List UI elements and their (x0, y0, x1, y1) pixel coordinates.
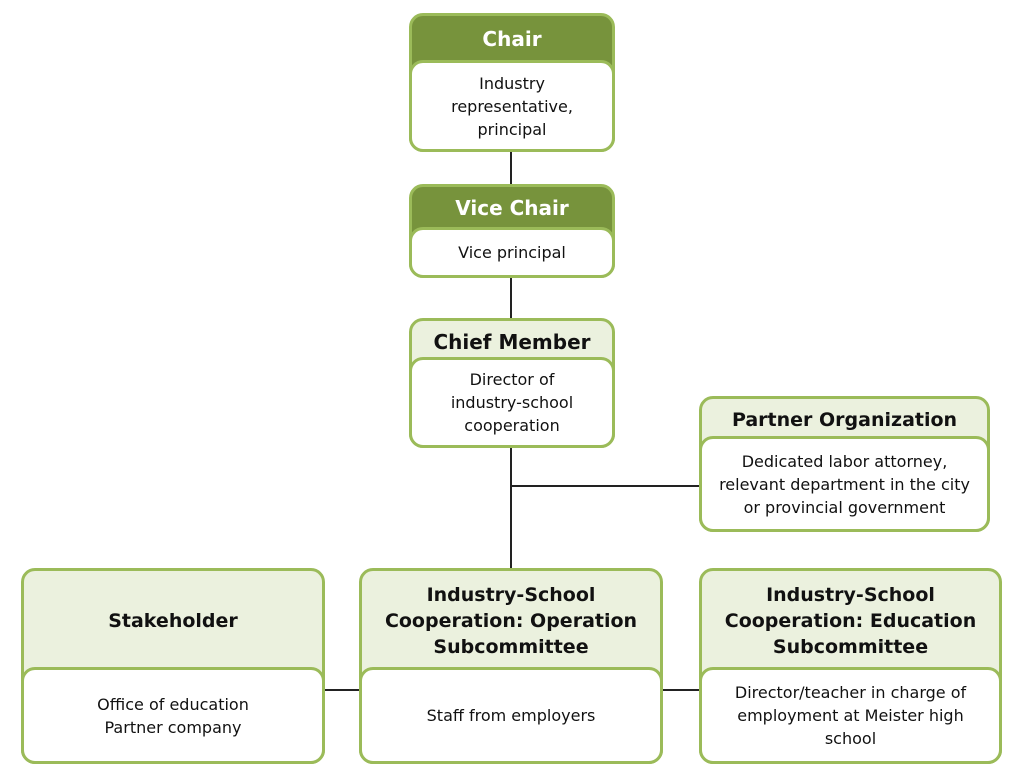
vice-chair-box: Vice Chair Vice principal (409, 184, 615, 278)
operation-subcommittee-box: Industry-School Cooperation: Operation S… (359, 568, 663, 764)
education-subcommittee-box: Industry-School Cooperation: Education S… (699, 568, 1002, 764)
vice-chair-body: Vice principal (409, 227, 615, 278)
vice-chair-title: Vice Chair (455, 196, 569, 220)
connector (511, 485, 701, 487)
chair-body: Industry representative, principal (409, 60, 615, 152)
education-subcommittee-title: Industry-School Cooperation: Education S… (724, 584, 977, 658)
operation-subcommittee-title: Industry-School Cooperation: Operation S… (384, 584, 638, 658)
partner-organization-box: Partner Organization Dedicated labor att… (699, 396, 990, 532)
chief-member-title: Chief Member (433, 330, 591, 354)
stakeholder-box: Stakeholder Office of education Partner … (21, 568, 325, 764)
stakeholder-body: Office of education Partner company (21, 667, 325, 764)
connector (510, 446, 512, 570)
operation-subcommittee-body: Staff from employers (359, 667, 663, 764)
connector (323, 689, 361, 691)
partner-organization-body: Dedicated labor attorney, relevant depar… (699, 436, 990, 532)
chair-box: Chair Industry representative, principal (409, 13, 615, 152)
chair-title: Chair (482, 27, 542, 51)
connector (661, 689, 701, 691)
education-subcommittee-body: Director/teacher in charge of employment… (699, 667, 1002, 764)
stakeholder-title: Stakeholder (108, 610, 238, 632)
chief-member-box: Chief Member Director of industry-school… (409, 318, 615, 448)
connector (510, 276, 512, 320)
chief-member-body: Director of industry-school cooperation (409, 357, 615, 448)
partner-organization-title: Partner Organization (731, 409, 958, 431)
connector (510, 150, 512, 186)
